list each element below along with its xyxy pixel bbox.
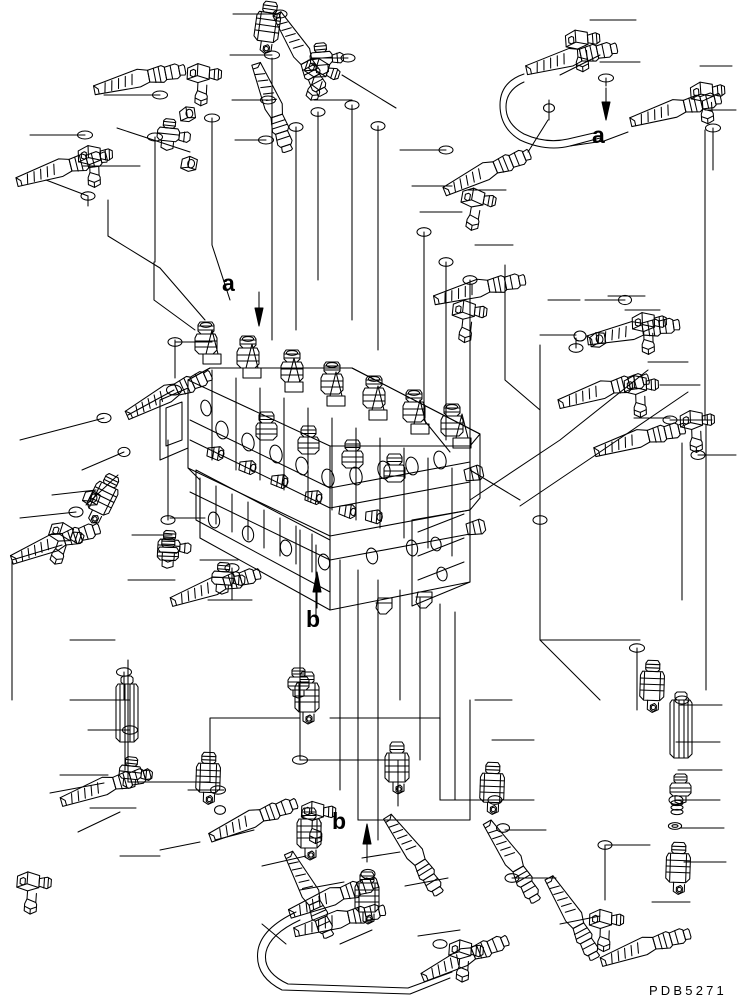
part-group-mid-right xyxy=(431,144,717,459)
section-marker-b-lower: b xyxy=(332,808,347,834)
section-marker-a-left: a xyxy=(222,270,235,296)
drawing-part-number: PDB5271 xyxy=(648,983,727,998)
part-group-upper-left xyxy=(13,59,223,189)
section-marker-b-upper: b xyxy=(306,606,321,632)
part-group-bottom-center xyxy=(256,667,512,995)
part-group-top-right-a xyxy=(499,27,728,149)
main-control-valve-block xyxy=(159,321,487,615)
section-marker-a-right: a xyxy=(592,122,605,148)
part-group-bottom-left xyxy=(57,675,388,939)
part-group-mid-left xyxy=(7,365,263,608)
